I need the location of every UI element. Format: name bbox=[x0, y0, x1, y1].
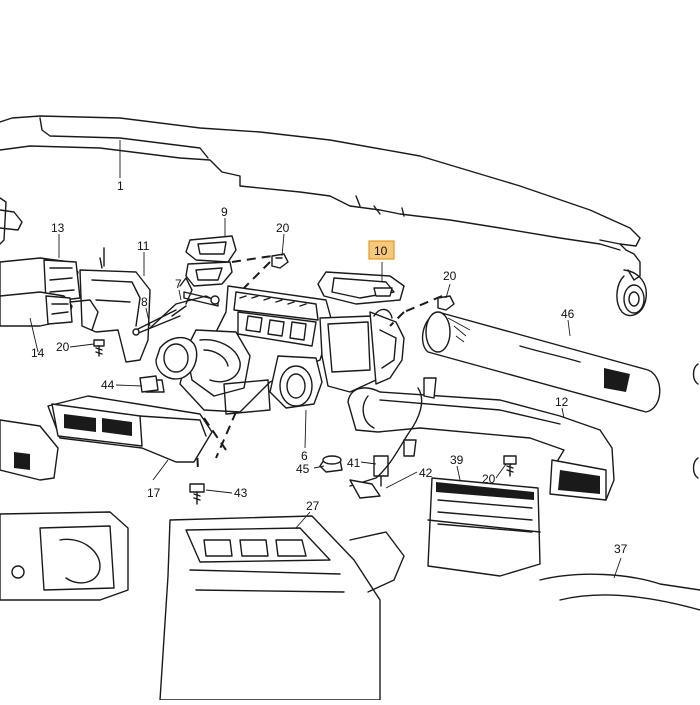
right-edge-arcs bbox=[692, 363, 699, 479]
callout-46: 46 bbox=[561, 307, 575, 321]
part-42-cable bbox=[349, 377, 437, 499]
part-10-gasket bbox=[317, 271, 405, 305]
callout-39: 39 bbox=[450, 453, 464, 467]
callout-27: 27 bbox=[306, 499, 320, 513]
callout-41: 41 bbox=[347, 456, 361, 470]
callout-17: 17 bbox=[147, 486, 161, 500]
callout-45: 45 bbox=[296, 462, 310, 476]
callout-20: 20 bbox=[56, 340, 70, 354]
callout-10: 10 bbox=[374, 244, 388, 258]
part-9-frame bbox=[185, 235, 237, 287]
bottom-left-housing bbox=[0, 419, 129, 601]
callout-13: 13 bbox=[51, 221, 65, 235]
callout-11: 11 bbox=[137, 239, 150, 253]
duct-12 bbox=[347, 387, 615, 501]
sleeve-46 bbox=[421, 311, 661, 413]
vent-17 bbox=[47, 395, 213, 463]
callout-20: 20 bbox=[276, 221, 290, 235]
part-7-bracket bbox=[171, 277, 193, 317]
callout-labels: 1 9 20 10 20 13 11 7 8 46 14 20 44 12 6 … bbox=[31, 179, 628, 556]
part-44-clip bbox=[139, 375, 159, 393]
part-37-edge bbox=[539, 573, 700, 611]
callout-37: 37 bbox=[614, 542, 628, 556]
callout-1: 1 bbox=[117, 179, 124, 193]
callout-20: 20 bbox=[482, 472, 496, 486]
callout-6: 6 bbox=[301, 449, 308, 463]
callout-43: 43 bbox=[234, 486, 248, 500]
callout-12: 12 bbox=[555, 395, 569, 409]
callout-42: 42 bbox=[419, 466, 433, 480]
central-distributor-housing bbox=[132, 285, 405, 415]
callout-8: 8 bbox=[141, 295, 148, 309]
callout-14: 14 bbox=[31, 346, 45, 360]
callout-7: 7 bbox=[175, 277, 182, 291]
callout-9: 9 bbox=[221, 205, 228, 219]
left-duct-13-14 bbox=[0, 257, 81, 327]
dashboard-outline bbox=[0, 115, 647, 317]
callout-10-highlight bbox=[368, 240, 395, 260]
part-27-lower-housing bbox=[159, 515, 405, 701]
duct-11 bbox=[69, 247, 151, 363]
leader-lines bbox=[29, 218, 622, 579]
part-39-filter bbox=[427, 477, 541, 577]
callout-44: 44 bbox=[101, 378, 115, 392]
callout-20: 20 bbox=[443, 269, 457, 283]
